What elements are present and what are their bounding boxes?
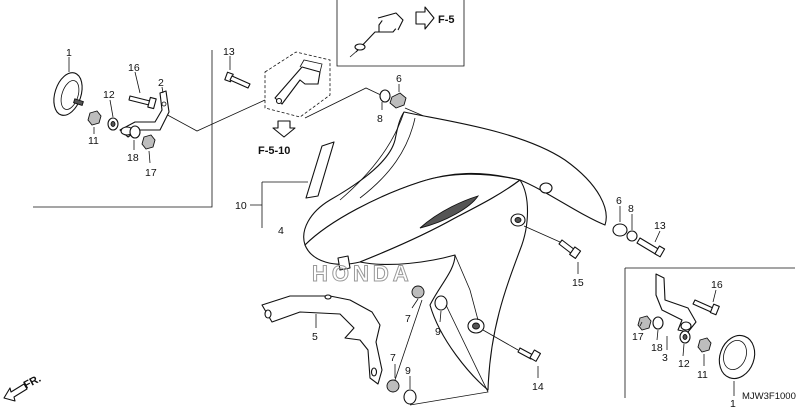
upper-grommet-6	[389, 92, 407, 109]
callout-2: 2	[158, 77, 164, 89]
left-bolt-16	[128, 95, 157, 110]
f5-reference-label: F-5	[438, 14, 455, 26]
callout-18-left: 18	[127, 152, 139, 164]
upper-bolt-13	[224, 71, 251, 89]
callout-12-left: 12	[103, 89, 115, 101]
right-collar-8	[626, 230, 638, 242]
callout-1-left: 1	[66, 47, 72, 59]
callout-10: 10	[235, 200, 247, 212]
callout-9-lower: 9	[405, 365, 411, 377]
callout-11-right: 11	[697, 369, 708, 381]
collar-9-upper	[434, 295, 448, 311]
callout-7-upper: 7	[405, 313, 411, 325]
f5-arrow: F-5	[415, 6, 455, 30]
f5-clip-part	[349, 12, 404, 58]
right-bolt-16	[692, 299, 720, 316]
left-nut-17	[141, 134, 156, 150]
right-grommet-6	[612, 223, 628, 237]
callout-13-right: 13	[654, 220, 666, 232]
left-bracket-2	[119, 90, 170, 138]
left-washer-18	[129, 125, 141, 139]
grommet-7-lower	[386, 379, 400, 393]
front-direction-arrow: FR.	[3, 373, 43, 402]
bolt-15	[558, 239, 582, 259]
callout-15: 15	[572, 277, 584, 289]
fender-stay-5	[261, 294, 383, 385]
collar-9-lower	[403, 389, 417, 405]
grommet-7-upper	[411, 285, 425, 299]
right-washer-12	[679, 330, 691, 344]
callout-6-top: 6	[396, 73, 402, 85]
f5-reference-box	[336, 0, 465, 67]
callout-16-left: 16	[128, 62, 140, 74]
right-bolt-13	[636, 237, 666, 258]
right-detail-frame	[624, 267, 795, 398]
callout-13-top: 13	[223, 46, 235, 58]
callout-12-right: 12	[678, 358, 690, 370]
callout-1-right: 1	[730, 398, 736, 410]
callout-18-right: 18	[651, 342, 663, 354]
right-nut-11	[697, 337, 712, 353]
diagram-code: MJW3F1000	[742, 391, 796, 402]
right-nut-17	[637, 315, 652, 331]
fender-stripe-10	[305, 141, 335, 199]
callout-3: 3	[662, 352, 668, 364]
callout-17-right: 17	[632, 331, 644, 343]
callout-17-left: 17	[145, 167, 157, 179]
f5-10-dashed-box	[264, 51, 331, 118]
fender-logo: HONDA	[312, 261, 413, 286]
right-washer-18	[652, 316, 664, 330]
f5-10-reference-label: F-5-10	[258, 145, 290, 157]
callout-14: 14	[532, 381, 544, 393]
upper-collar-8	[379, 89, 391, 103]
callout-9-upper: 9	[435, 326, 441, 338]
callout-16-right: 16	[711, 279, 723, 291]
left-reflector	[53, 72, 84, 116]
callout-8-right: 8	[628, 203, 634, 215]
callout-11-left: 11	[88, 135, 99, 147]
callout-5: 5	[312, 331, 318, 343]
left-detail-frame	[33, 50, 213, 208]
bolt-14	[517, 347, 542, 362]
right-reflector	[718, 334, 756, 380]
left-washer-12	[107, 117, 119, 131]
f5-10-arrow: F-5-10	[258, 120, 296, 157]
callout-8-top: 8	[377, 113, 383, 125]
callout-6-right: 6	[616, 195, 622, 207]
front-direction-label: FR.	[22, 373, 43, 392]
callout-7-lower: 7	[390, 352, 396, 364]
left-nut-11	[87, 110, 102, 126]
front-fender	[303, 111, 607, 391]
f5-10-stay-part	[274, 59, 323, 105]
callout-4: 4	[278, 225, 284, 237]
